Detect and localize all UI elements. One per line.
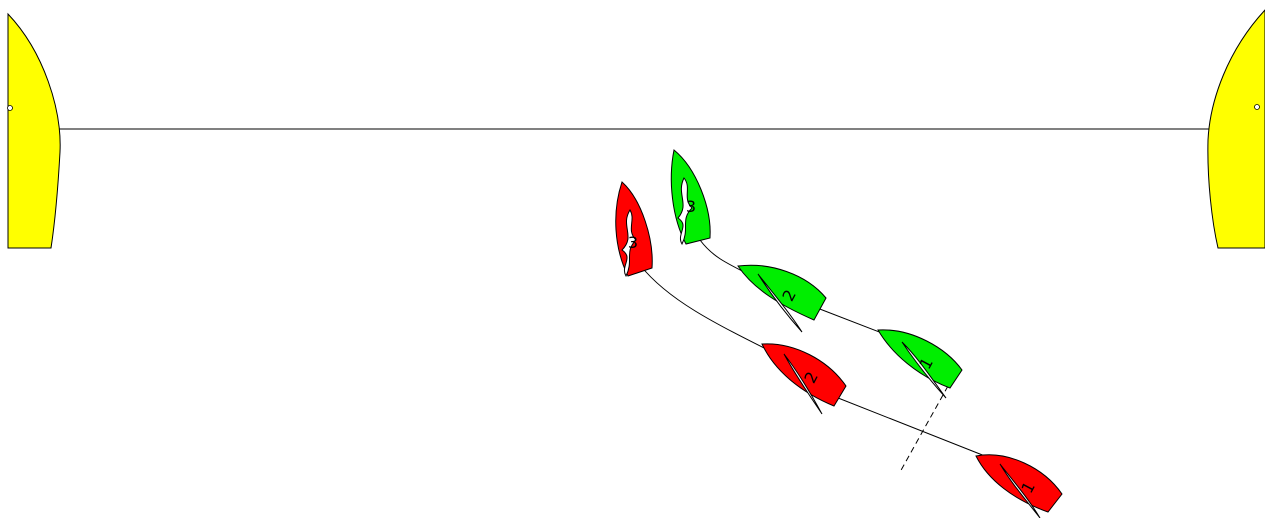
boat-green-2: 2 [737,264,827,333]
boat-red-3-label: 3 [628,233,638,252]
boat-green-3-label: 3 [686,197,696,216]
left-mark [7,12,61,249]
dashed-line [899,385,949,473]
boat-red-1-sail [999,463,1041,518]
boat-green-3: 3 [670,149,711,246]
boat-red-3-sail [621,209,637,278]
boat-red-3: 3 [615,181,653,278]
boat-red-2-sail [783,353,823,415]
boat-green-2-sail [757,273,803,333]
boat-red-1: 1 [975,454,1063,518]
right-mark [1207,9,1265,249]
boat-red-2: 2 [761,343,847,415]
left-mark-pin [7,105,13,111]
boat-green-1: 1 [877,329,963,399]
boat-green-1-sail [901,341,947,399]
boat-green-3-sail [677,177,693,246]
red-track [639,264,991,459]
right-mark-pin [1254,104,1260,110]
